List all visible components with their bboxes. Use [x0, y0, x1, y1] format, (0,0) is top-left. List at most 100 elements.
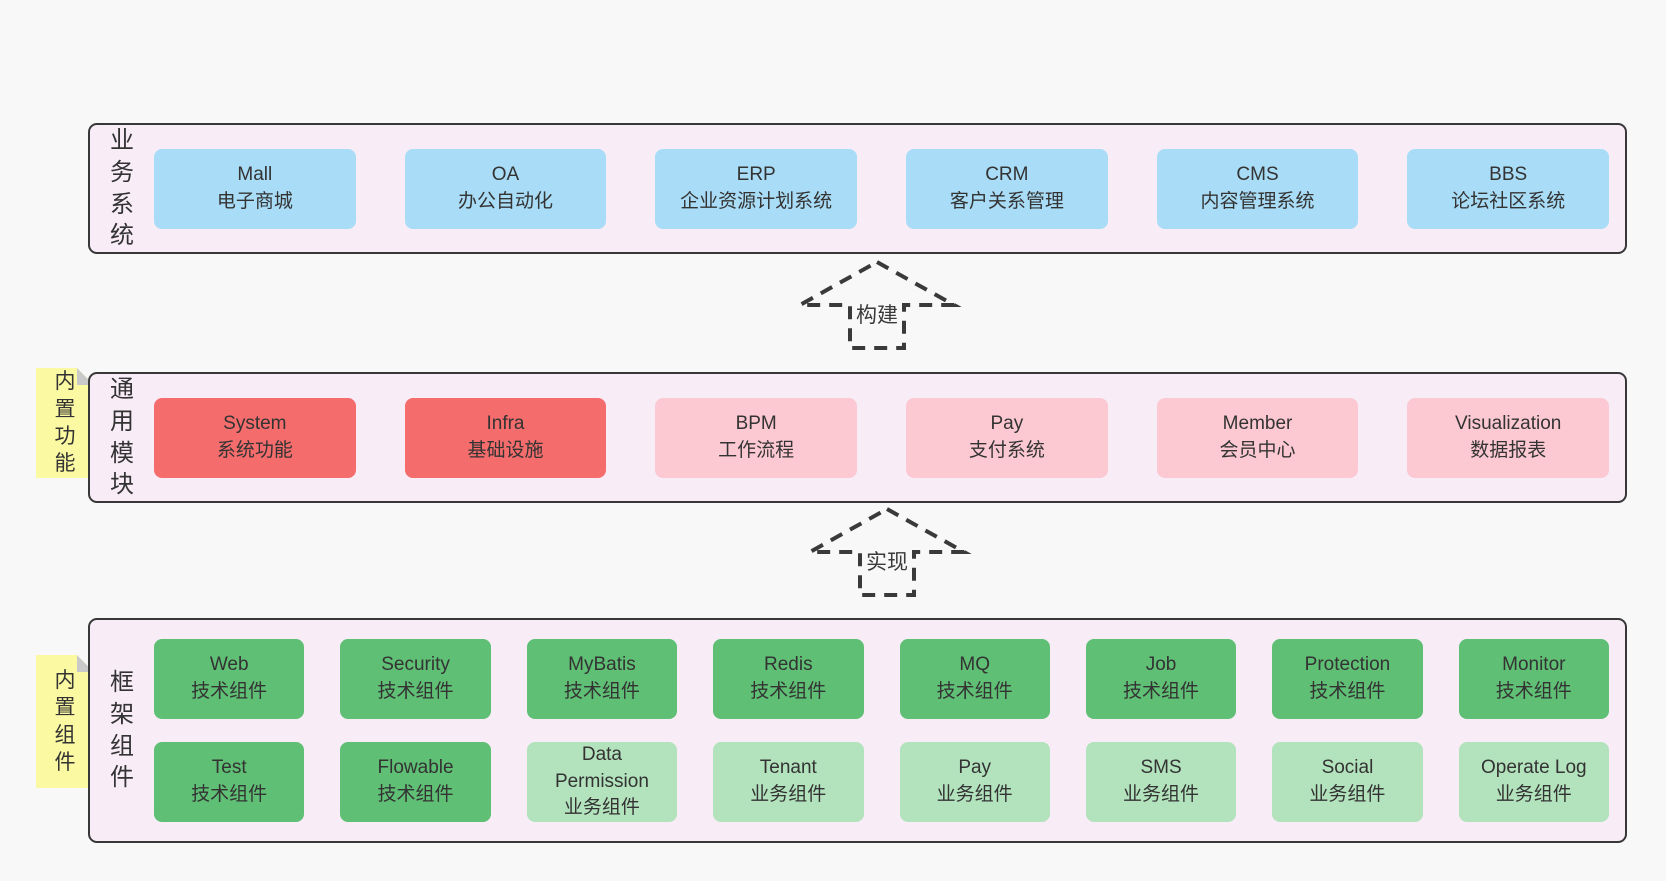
box-title: Job	[1145, 654, 1177, 676]
box-member: Member 会员中心	[1156, 397, 1359, 478]
box-subtitle: 技术组件	[191, 784, 268, 805]
box-subtitle: 技术组件	[563, 681, 640, 702]
box-subtitle: 企业资源计划系统	[680, 190, 833, 212]
box-subtitle: 业务组件	[1123, 784, 1200, 805]
box-title: ERP	[736, 163, 776, 185]
up-arrow-icon	[792, 259, 962, 350]
box-subtitle: 业务组件	[1495, 784, 1572, 805]
box-bpm: BPM 工作流程	[655, 397, 858, 478]
box-title: Monitor	[1502, 654, 1566, 676]
box-title: System	[223, 412, 287, 434]
box-infra: Infra 基础设施	[404, 397, 607, 478]
box-flowable: Flowable 技术组件	[340, 742, 491, 822]
sticky-note-label: 内置组件	[54, 668, 76, 774]
box-title: Operate Log	[1480, 757, 1587, 779]
box-title: Redis	[764, 654, 813, 676]
box-title: BPM	[735, 412, 777, 434]
box-title: Security	[381, 654, 450, 676]
box-subtitle: 客户关系管理	[949, 190, 1064, 212]
box-title: Pay	[958, 757, 992, 779]
box-title: OA	[491, 163, 520, 185]
panel-title: 通用模块	[110, 376, 134, 499]
sticky-note-builtin-features: 内置功能	[36, 368, 94, 478]
box-subtitle: 数据报表	[1470, 439, 1547, 461]
box-cms: CMS 内容管理系统	[1156, 148, 1359, 229]
box-title: CRM	[985, 163, 1029, 185]
box-subtitle: 技术组件	[377, 681, 454, 702]
arrow-label: 实现	[862, 545, 912, 577]
box-redis: Redis 技术组件	[713, 639, 864, 719]
box-title: Social	[1321, 757, 1374, 779]
box-subtitle: 业务组件	[563, 797, 640, 819]
box-subtitle: 技术组件	[750, 681, 827, 702]
box-data-permission: Data Permission 业务组件	[526, 742, 678, 822]
box-title: Web	[209, 654, 249, 676]
box-title: Mall	[237, 163, 273, 185]
box-title: MyBatis	[568, 654, 636, 676]
up-arrow-icon	[802, 506, 972, 597]
implement-arrow: 实现	[802, 505, 972, 599]
box-subtitle: 技术组件	[1123, 681, 1200, 702]
sticky-note-label: 内置功能	[54, 370, 76, 476]
box-protection: Protection 技术组件	[1272, 639, 1423, 719]
panel-title: 业务系统	[110, 127, 134, 250]
box-grid: Mall 电子商城 OA 办公自动化 ERP 企业资源计划系统 CRM 客户关系管理 CMS 内容…	[154, 125, 1610, 252]
box-subtitle: 业务组件	[1309, 784, 1386, 805]
box-subtitle: 技术组件	[191, 681, 268, 702]
box-title: Test	[211, 757, 247, 779]
box-subtitle: 电子商城	[216, 190, 293, 212]
box-title: MQ	[959, 654, 990, 676]
box-subtitle: 技术组件	[1309, 681, 1386, 702]
box-subtitle: 内容管理系统	[1200, 190, 1315, 212]
box-mall: Mall 电子商城	[154, 148, 356, 229]
box-visualization: Visualization 数据报表	[1407, 397, 1610, 478]
box-erp: ERP 企业资源计划系统	[655, 148, 858, 229]
box-title: Visualization	[1455, 412, 1562, 434]
panel-title: 框架组件	[110, 669, 134, 792]
build-arrow: 构建	[792, 258, 962, 352]
box-security: Security 技术组件	[340, 639, 491, 719]
box-mybatis: MyBatis 技术组件	[526, 639, 678, 719]
box-subtitle: 基础设施	[467, 439, 544, 461]
box-web: Web 技术组件	[154, 639, 305, 719]
panel-label-column: 业务系统	[90, 125, 154, 252]
box-social: Social 业务组件	[1272, 742, 1423, 822]
box-test: Test 技术组件	[154, 742, 305, 822]
box-crm: CRM 客户关系管理	[906, 148, 1108, 229]
box-subtitle: 技术组件	[1495, 681, 1572, 702]
box-subtitle: 工作流程	[718, 439, 795, 461]
box-subtitle: 技术组件	[377, 784, 454, 805]
panel-business-systems: 业务系统 Mall 电子商城 OA 办公自动化 ERP 企业资源计划系统 CRM 客户关系管理…	[88, 123, 1627, 254]
box-title: BBS	[1489, 163, 1528, 185]
box-title: Tenant	[759, 757, 817, 779]
box-title: CMS	[1236, 163, 1279, 185]
box-title: Infra	[486, 412, 525, 434]
box-monitor: Monitor 技术组件	[1458, 639, 1609, 719]
box-pay: Pay 业务组件	[899, 742, 1050, 822]
box-subtitle: 会员中心	[1219, 439, 1296, 461]
box-row: Test 技术组件 Flowable 技术组件 Data Permission 业务组件 T…	[154, 742, 1609, 822]
box-title: Protection	[1304, 654, 1391, 676]
box-title: Data Permission	[554, 744, 649, 792]
box-title: Flowable	[377, 757, 454, 779]
box-subtitle: 论坛社区系统	[1451, 190, 1566, 212]
box-job: Job 技术组件	[1085, 639, 1237, 719]
box-oa: OA 办公自动化	[404, 148, 607, 229]
sticky-note-builtin-components: 内置组件	[36, 655, 94, 788]
box-subtitle: 办公自动化	[458, 190, 554, 212]
box-title: SMS	[1140, 757, 1182, 779]
box-title: Member	[1222, 412, 1293, 434]
panel-label-column: 通用模块	[90, 374, 154, 501]
box-title: Pay	[990, 412, 1024, 434]
box-subtitle: 业务组件	[936, 784, 1013, 805]
